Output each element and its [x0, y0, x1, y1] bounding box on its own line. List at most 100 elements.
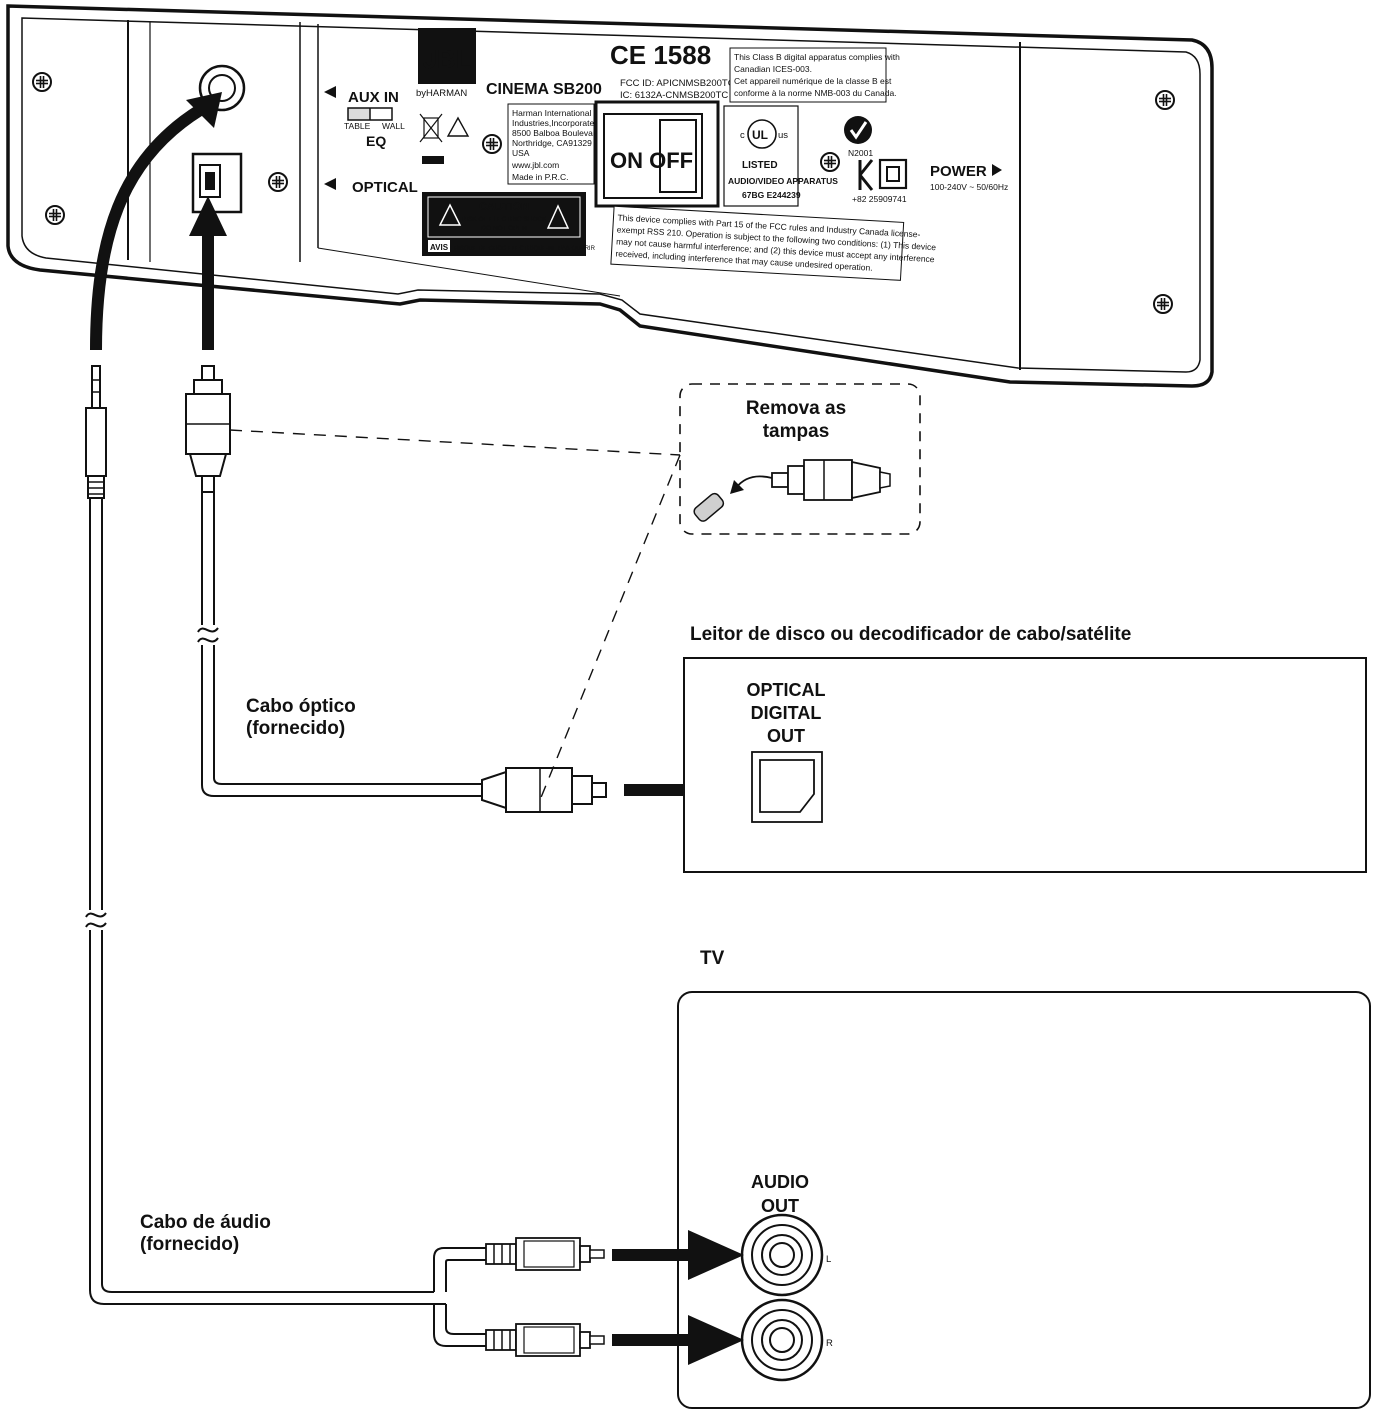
curved-arrow-icon: [730, 480, 744, 494]
eq-label: EQ: [366, 133, 386, 149]
player-port-label: OPTICAL: [747, 680, 826, 700]
arrow-left-icon: [324, 86, 336, 98]
optical-cable-sublabel: (fornecido): [246, 718, 345, 739]
c-tick-mark-icon: [844, 116, 872, 144]
aux-connection-arrow: [90, 92, 222, 351]
class-b-line: Cet appareil numérique de la classe B es…: [734, 76, 892, 86]
aux-in-label: AUX IN: [348, 89, 399, 106]
audio-into-right-jack-arrow: [612, 1315, 744, 1365]
rca-plug-left-icon: [485, 1237, 605, 1271]
ul-us: us: [778, 130, 788, 141]
optical-connection-arrow: [189, 196, 227, 350]
audio-out-right-jack[interactable]: [740, 1298, 824, 1382]
kr-code: +82 25909741: [852, 194, 907, 204]
tv-box: [677, 991, 1371, 1409]
caution-title: CAUTION: [479, 201, 529, 213]
screw-icon: [820, 152, 840, 172]
fcc-id: FCC ID: APICNMSB200TC: [620, 78, 735, 89]
callout-leader-lines: [229, 429, 681, 801]
optical-label: OPTICAL: [352, 179, 418, 196]
ul-small-line: 67BG E244239: [742, 190, 801, 200]
ic-id: IC: 6132A-CNMSB200TC: [620, 90, 728, 101]
class-b-line: conforme à la norme NMB-003 du Canada.: [734, 88, 897, 98]
caution-line: RISK OF ELECTRIC SHOCK: [462, 216, 548, 223]
screw-icon: [482, 134, 502, 154]
power-switch-label: ON OFF: [610, 148, 693, 173]
audio-out-left-jack[interactable]: [740, 1213, 824, 1297]
weee-bin-icon: [419, 113, 443, 143]
kc-mark-icon: [858, 159, 874, 191]
eq-wall-label: WALL: [382, 121, 405, 131]
double-insulation-icon: [878, 158, 908, 190]
shock-warning-icon: [438, 203, 462, 226]
class-b-line: Canadian ICES-003.: [734, 64, 812, 74]
brand-sub: byHARMAN: [416, 88, 467, 99]
mini-jack-plug-icon: [85, 365, 107, 499]
address-line: Harman International: [512, 108, 591, 118]
callout-line-1: Remova as: [746, 398, 846, 419]
manufacturer-address: Harman International Industries,Incorpor…: [507, 103, 603, 185]
jbl-logo: JBL: [418, 28, 476, 84]
optical-port-icon: [191, 152, 243, 214]
ce-mark: CE 1588: [610, 40, 711, 70]
model-name: CINEMA SB200: [486, 81, 602, 98]
audio-into-left-jack-arrow: [612, 1230, 744, 1280]
screw-icon: [1155, 90, 1175, 110]
ul-c: c: [740, 130, 745, 141]
tv-port-label: OUT: [761, 1196, 799, 1216]
address-line: Industries,Incorporated: [512, 118, 599, 128]
ul-small-line: AUDIO/VIDEO APPARATUS: [728, 176, 838, 186]
rca-plug-right-icon: [485, 1323, 605, 1357]
black-bar-marking: [422, 156, 444, 164]
optical-cable-label: Cabo óptico: [246, 696, 356, 717]
optical-plug-icon: [185, 365, 231, 493]
power-spec: 100-240V ~ 50/60Hz: [930, 182, 1008, 192]
player-port-label: DIGITAL: [751, 703, 822, 723]
avis-label: AVIS: [430, 243, 449, 252]
class-b-notice: This Class B digital apparatus complies …: [729, 47, 900, 103]
avis-text: RISQUE DE CHOC ELECTRIQUE-NE PAS OUVRIR: [454, 246, 596, 252]
audio-cable-sublabel: (fornecido): [140, 1234, 239, 1255]
n-code: N2001: [848, 148, 873, 158]
power-switch[interactable]: ON OFF: [594, 100, 720, 208]
recycle-icon: [446, 116, 470, 137]
protective-cap-icon: [693, 492, 725, 522]
ul-listed-mark: c UL us LISTED AUDIO/VIDEO APPARATUS 67B…: [723, 105, 838, 207]
audio-cable: [85, 498, 486, 1347]
callout-line-2: tampas: [763, 421, 830, 442]
arrow-left-icon: [324, 178, 336, 190]
screw-icon: [1153, 294, 1173, 314]
power-label: POWER: [930, 163, 987, 180]
caution-label: CAUTION RISK OF ELECTRIC SHOCK DO NOT OP…: [422, 192, 596, 256]
screw-icon: [268, 172, 288, 192]
caution-line: DO NOT OPEN: [481, 225, 527, 232]
optical-cable: [197, 492, 607, 813]
eq-table-label: TABLE: [344, 121, 371, 131]
player-title: Leitor de disco ou decodificador de cabo…: [690, 624, 1131, 645]
class-b-line: This Class B digital apparatus complies …: [734, 52, 900, 62]
ul-listed-label: LISTED: [742, 160, 778, 171]
address-line: USA: [512, 148, 530, 158]
screw-icon: [45, 205, 65, 225]
svg-text:JBL: JBL: [422, 44, 471, 74]
address-line: www.jbl.com: [511, 160, 559, 170]
player-port-label: OUT: [767, 726, 805, 746]
remove-caps-callout: Remova as tampas: [679, 383, 921, 535]
address-line: Made in P.R.C.: [512, 172, 569, 182]
callout-optical-plug-icon: [771, 459, 891, 501]
left-channel-label: L: [826, 1254, 831, 1265]
exclamation-warning-icon: [546, 204, 570, 229]
optical-digital-out-port[interactable]: [751, 751, 823, 823]
right-channel-label: R: [826, 1338, 833, 1349]
tv-title: TV: [700, 948, 725, 969]
address-line: Northridge, CA91329: [512, 138, 592, 148]
ul-logo: UL: [752, 128, 768, 142]
tv-port-label: AUDIO: [751, 1172, 809, 1192]
arrow-right-icon: [992, 164, 1002, 176]
screw-icon: [32, 72, 52, 92]
eq-switch-icon: [347, 107, 393, 121]
audio-cable-label: Cabo de áudio: [140, 1212, 271, 1233]
address-line: 8500 Balboa Boulevard,: [512, 128, 603, 138]
